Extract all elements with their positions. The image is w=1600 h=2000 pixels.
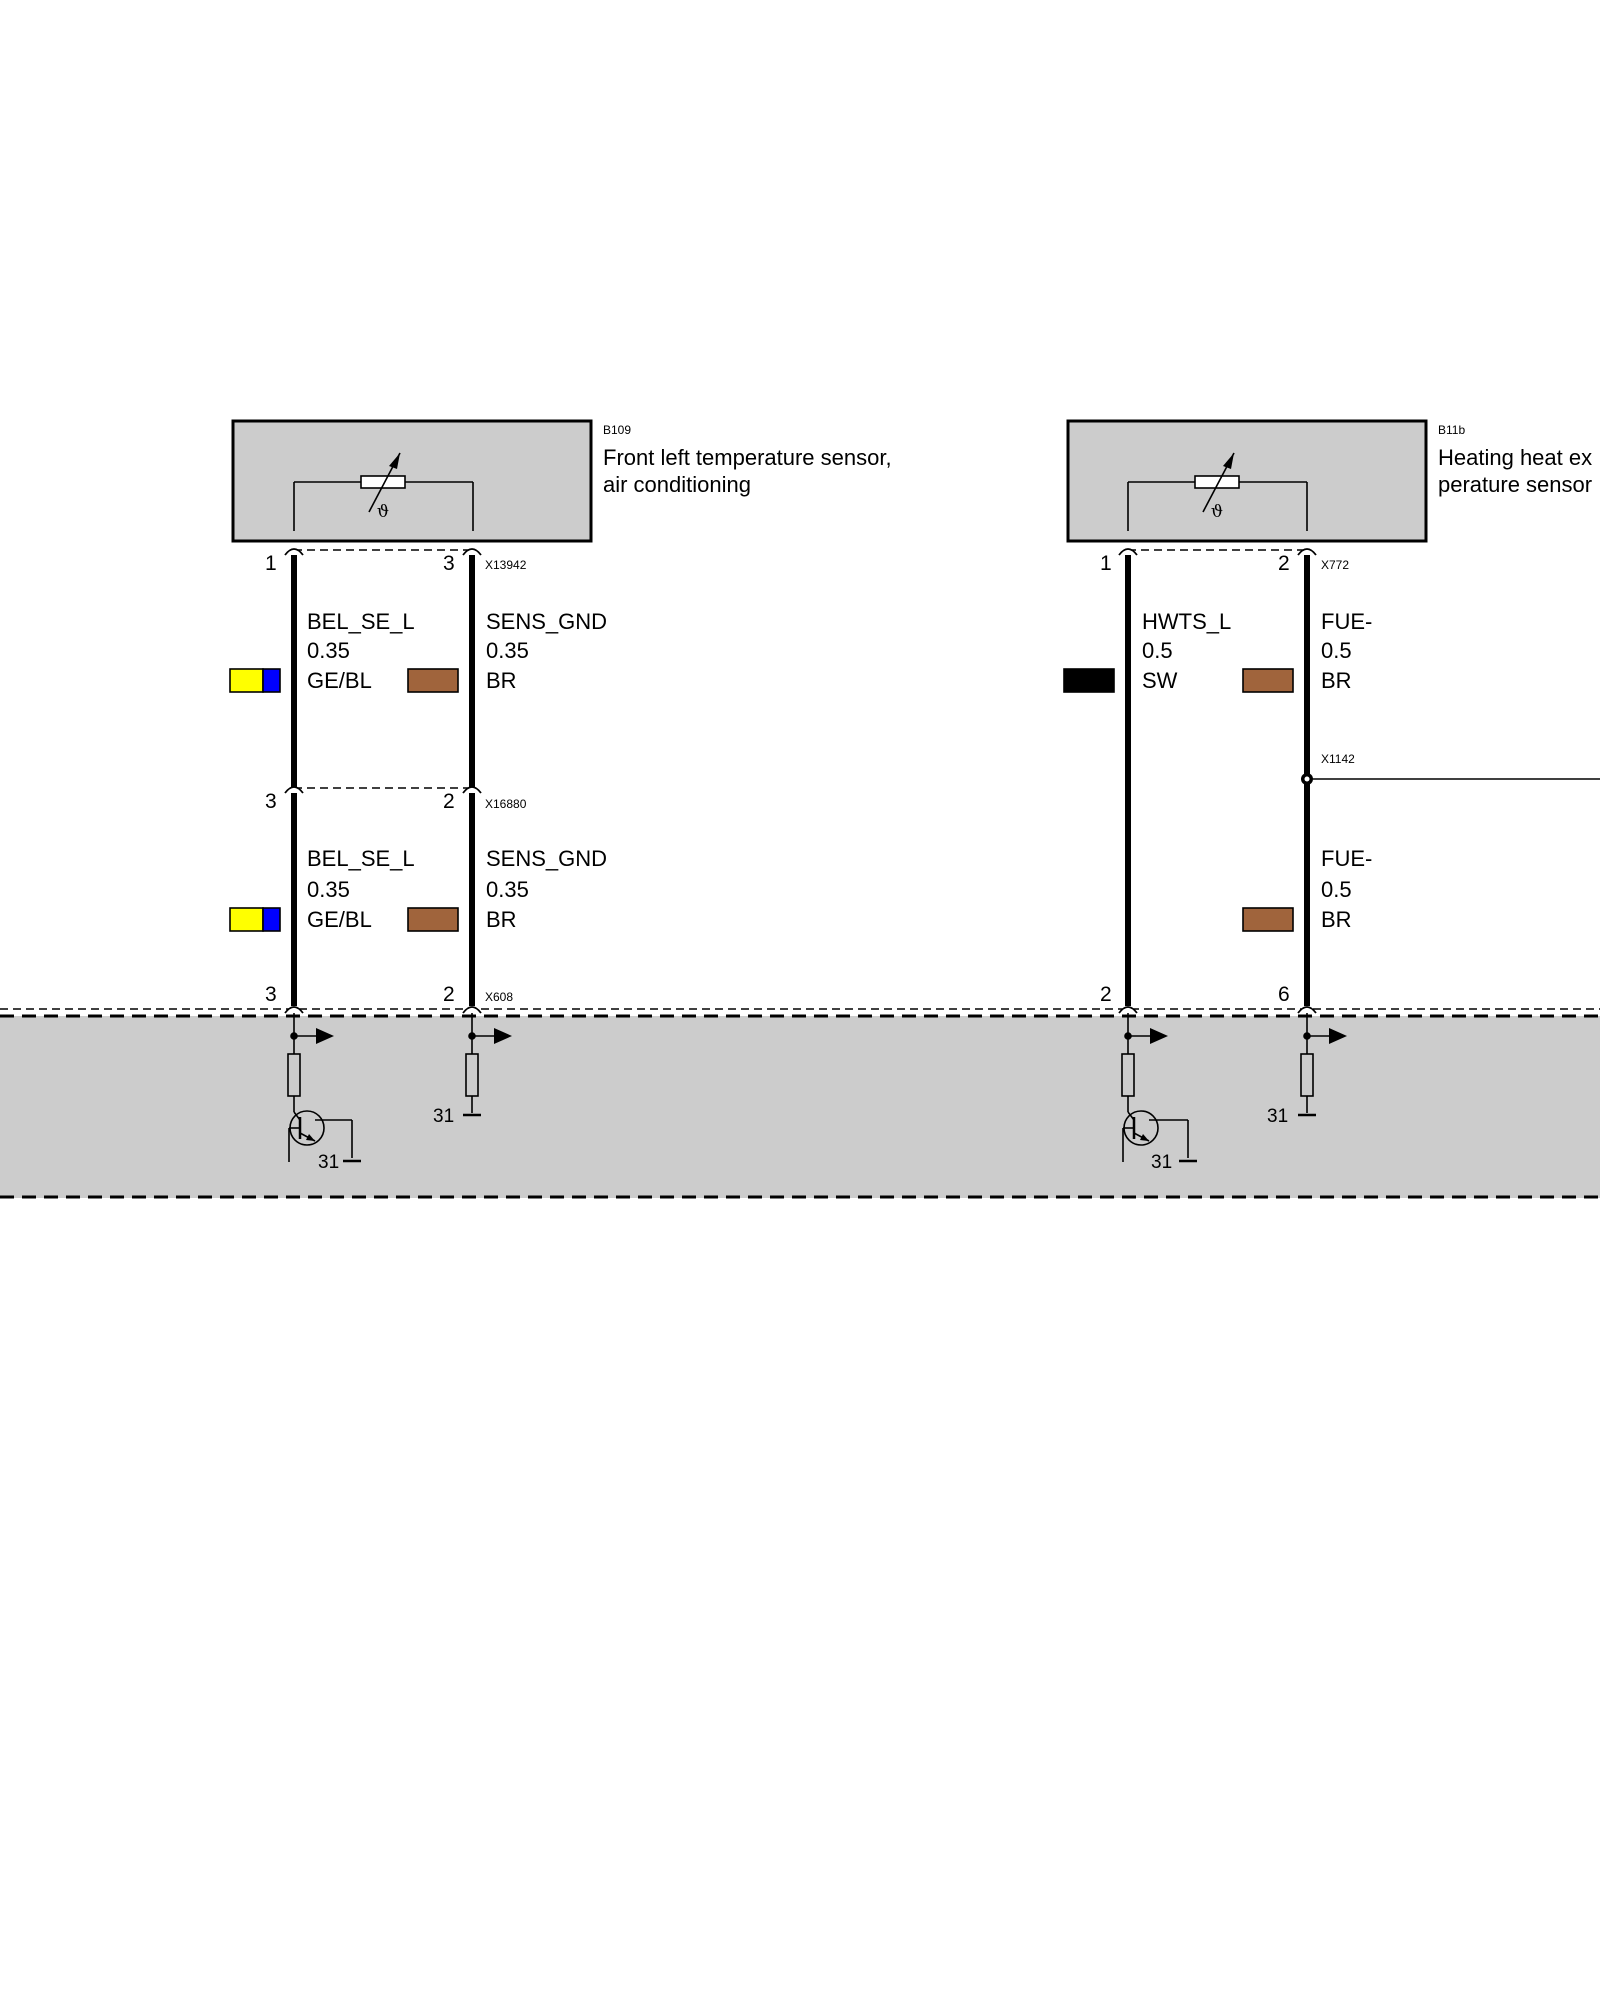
wire-color-swatch <box>229 907 281 932</box>
b11b-housing <box>1066 419 1428 543</box>
wire-color-code: BR <box>486 907 517 932</box>
component-description-line-1: Heating heat ex <box>1438 445 1592 470</box>
wire-color-swatch <box>407 907 459 932</box>
wire-signal: BEL_SE_L <box>307 609 415 634</box>
wire-size: 0.35 <box>307 638 350 663</box>
wire-label-bel-se-l-lower: BEL_SE_L 0.35 GE/BL <box>229 846 415 932</box>
wire-size: 0.35 <box>486 877 529 902</box>
pin-number: 3 <box>265 983 277 1006</box>
connector-id: X608 <box>485 990 513 1004</box>
connector-id: X13942 <box>485 558 527 572</box>
wire-signal: SENS_GND <box>486 609 607 634</box>
wire-signal: FUE- <box>1321 846 1372 871</box>
control-unit-input-right-1 <box>1121 1013 1197 1163</box>
wire-color-swatch <box>1242 668 1294 693</box>
wire-color-code: GE/BL <box>307 907 372 932</box>
pin-number: 1 <box>265 552 277 575</box>
wire-signal: FUE- <box>1321 609 1372 634</box>
control-unit-input-right-2 <box>1298 1013 1348 1117</box>
wire-color-swatch <box>229 668 281 693</box>
component-id: B109 <box>603 423 631 437</box>
pin-number: 6 <box>1278 983 1290 1006</box>
ground-label: 31 <box>318 1152 339 1173</box>
component-description-line-2: air conditioning <box>603 472 751 497</box>
pin-number: 2 <box>443 790 455 813</box>
wire-label-fue-upper: FUE- 0.5 BR <box>1242 609 1372 693</box>
pin-number: 2 <box>1278 552 1290 575</box>
splice-id: X1142 <box>1321 752 1355 766</box>
pin-number: 3 <box>443 552 455 575</box>
component-description-line-2: perature sensor <box>1438 472 1592 497</box>
component-description-line-1: Front left temperature sensor, <box>603 445 892 470</box>
wire-label-hwts-l: HWTS_L 0.5 SW <box>1063 609 1231 693</box>
wire-size: 0.5 <box>1321 877 1352 902</box>
wire-signal: SENS_GND <box>486 846 607 871</box>
wire-color-code: GE/BL <box>307 668 372 693</box>
control-unit-region <box>0 1014 1600 1199</box>
wire-color-swatch <box>1242 907 1294 932</box>
wire-color-swatch <box>407 668 459 693</box>
wire-size: 0.35 <box>486 638 529 663</box>
wire-size: 0.5 <box>1321 638 1352 663</box>
right-wires <box>1118 548 1600 1014</box>
component-b109: B109 Front left temperature sensor, air … <box>231 419 892 543</box>
pin-number: 3 <box>265 790 277 813</box>
wire-size: 0.5 <box>1142 638 1173 663</box>
component-id: B11b <box>1438 423 1465 437</box>
wire-size: 0.35 <box>307 877 350 902</box>
wire-color-code: SW <box>1142 668 1178 693</box>
left-wires <box>0 548 1600 1014</box>
wire-signal: BEL_SE_L <box>307 846 415 871</box>
ground-label: 31 <box>1151 1152 1172 1173</box>
connector-id: X16880 <box>485 797 527 811</box>
wire-label-sens-gnd-lower: SENS_GND 0.35 BR <box>407 846 607 932</box>
wire-label-sens-gnd-upper: SENS_GND 0.35 BR <box>407 609 607 693</box>
ground-label: 31 <box>1267 1106 1288 1127</box>
wire-color-swatch <box>1063 668 1115 693</box>
wire-label-bel-se-l-upper: BEL_SE_L 0.35 GE/BL <box>229 609 415 693</box>
component-b11b: B11b Heating heat ex perature sensor <box>1066 419 1592 543</box>
connector-id: X772 <box>1321 558 1349 572</box>
pin-number: 2 <box>1100 983 1112 1006</box>
wire-signal: HWTS_L <box>1142 609 1231 634</box>
control-unit-input-left-1 <box>287 1013 361 1163</box>
pin-number: 1 <box>1100 552 1112 575</box>
ground-label: 31 <box>433 1106 454 1127</box>
wire-color-code: BR <box>1321 668 1352 693</box>
wire-label-fue-lower: FUE- 0.5 BR <box>1242 846 1372 932</box>
b109-housing <box>231 419 593 543</box>
wire-color-code: BR <box>1321 907 1352 932</box>
control-unit-input-left-2 <box>463 1013 513 1117</box>
pin-number: 2 <box>443 983 455 1006</box>
wire-color-code: BR <box>486 668 517 693</box>
